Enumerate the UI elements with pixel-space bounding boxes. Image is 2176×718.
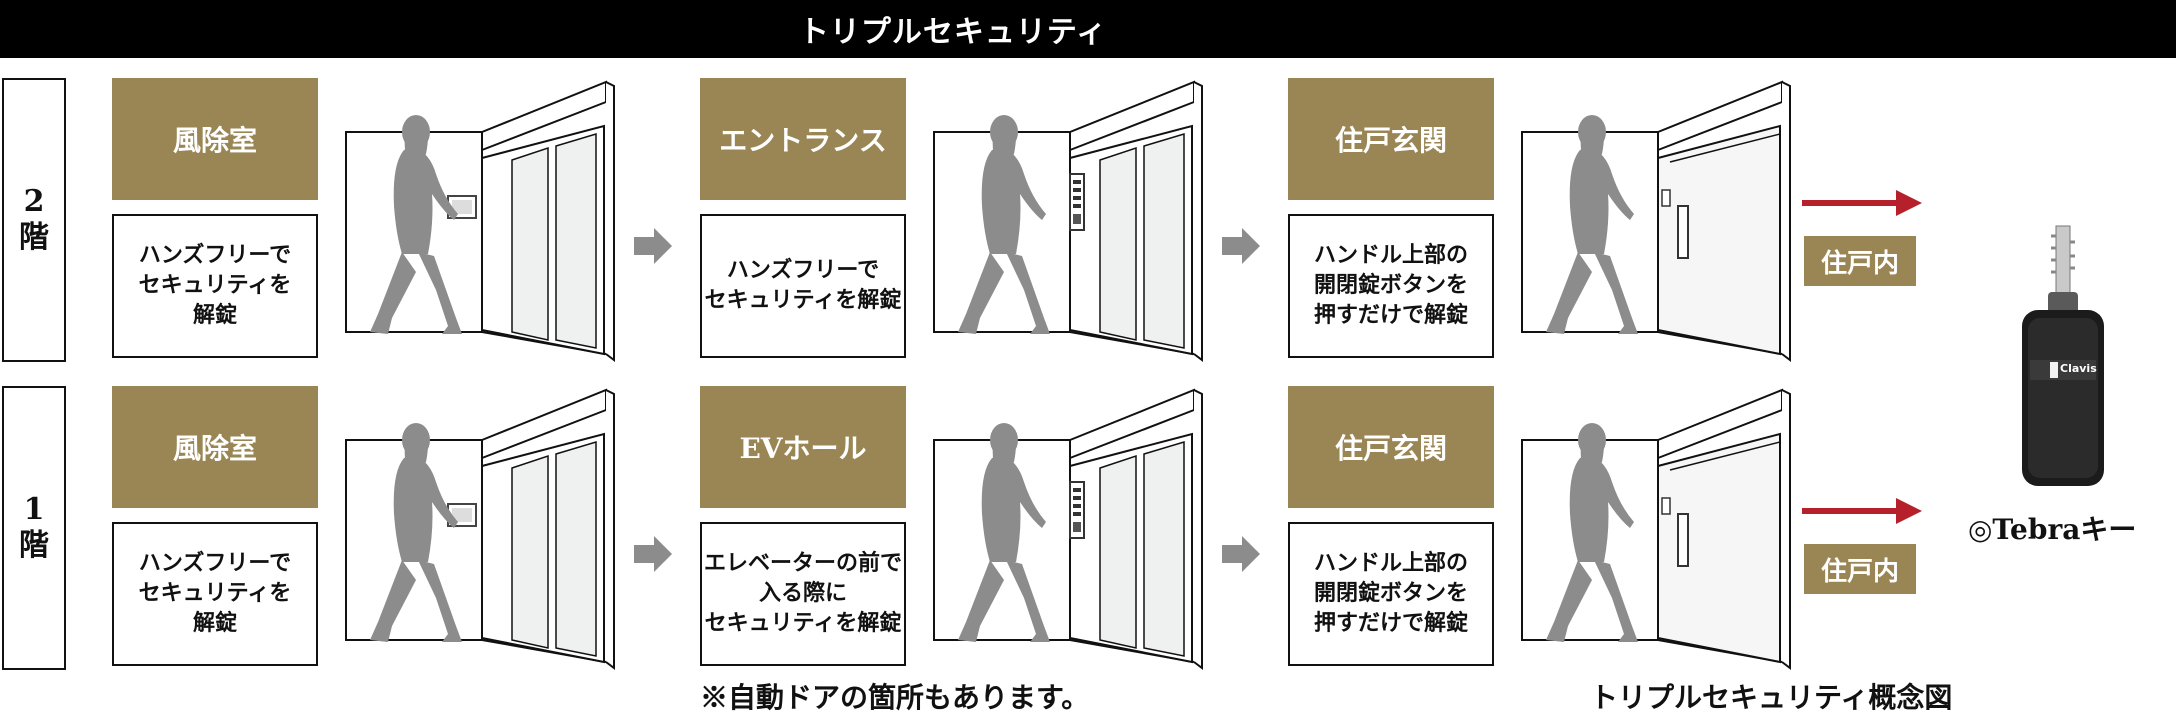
stage-description: ハンズフリーで セキュリティを解錠	[700, 214, 906, 358]
stage-description: ハンズフリーで セキュリティを 解錠	[112, 522, 318, 666]
stage-title: 風除室	[112, 78, 318, 200]
next-step-arrow-icon	[634, 536, 672, 576]
woman-silhouette-icon	[958, 423, 1050, 642]
woman-silhouette-icon	[1546, 115, 1638, 334]
woman-silhouette-icon	[370, 423, 462, 642]
door-illustration	[932, 78, 1204, 372]
destination-label: 住戸内	[1804, 236, 1916, 286]
stage-title: エントランス	[700, 78, 906, 200]
stage-title: 風除室	[112, 386, 318, 508]
key-label: ◎Tebraキー	[1968, 513, 2137, 546]
door-handle-icon	[1661, 189, 1689, 259]
red-arrow-icon	[1802, 188, 1922, 222]
page-header: トリプルセキュリティ	[0, 0, 2176, 58]
door-illustration	[1520, 386, 1792, 680]
floor-kanji: 階	[19, 220, 49, 255]
wall-sensor-panel-icon	[447, 503, 477, 527]
floor-kanji: 階	[19, 528, 49, 563]
key-brand: Clavis	[2060, 362, 2097, 375]
next-step-arrow-icon	[1222, 536, 1260, 576]
tebra-key: Clavis	[2010, 222, 2116, 492]
entrance-keypad-icon	[1069, 481, 1085, 539]
door-illustration	[344, 78, 616, 372]
woman-silhouette-icon	[1546, 423, 1638, 642]
woman-silhouette-icon	[958, 115, 1050, 334]
key-fob-icon	[2022, 225, 2104, 486]
stage-description: ハンドル上部の 開閉錠ボタンを 押すだけで解錠	[1288, 214, 1494, 358]
floor-number: 2	[23, 184, 45, 219]
page-title: トリプルセキュリティ	[798, 15, 1108, 50]
red-arrow-icon	[1802, 496, 1922, 530]
stage-title: 住戸玄関	[1288, 386, 1494, 508]
floor-number: 1	[23, 492, 45, 527]
door-illustration	[1520, 78, 1792, 372]
woman-silhouette-icon	[370, 115, 462, 334]
stage-description: エレベーターの前で 入る際に セキュリティを解錠	[700, 522, 906, 666]
door-handle-icon	[1661, 497, 1689, 567]
stage-description: ハンドル上部の 開閉錠ボタンを 押すだけで解錠	[1288, 522, 1494, 666]
footnote: ※自動ドアの箇所もあります。	[700, 681, 1090, 714]
stage-title: 住戸玄関	[1288, 78, 1494, 200]
next-step-arrow-icon	[1222, 228, 1260, 268]
stage-description: ハンズフリーで セキュリティを 解錠	[112, 214, 318, 358]
stage-title: EVホール	[700, 386, 906, 508]
diagram-caption: トリプルセキュリティ概念図	[1590, 681, 1953, 714]
next-step-arrow-icon	[634, 228, 672, 268]
destination-label: 住戸内	[1804, 544, 1916, 594]
door-illustration	[932, 386, 1204, 680]
door-illustration	[344, 386, 616, 680]
entrance-keypad-icon	[1069, 173, 1085, 231]
